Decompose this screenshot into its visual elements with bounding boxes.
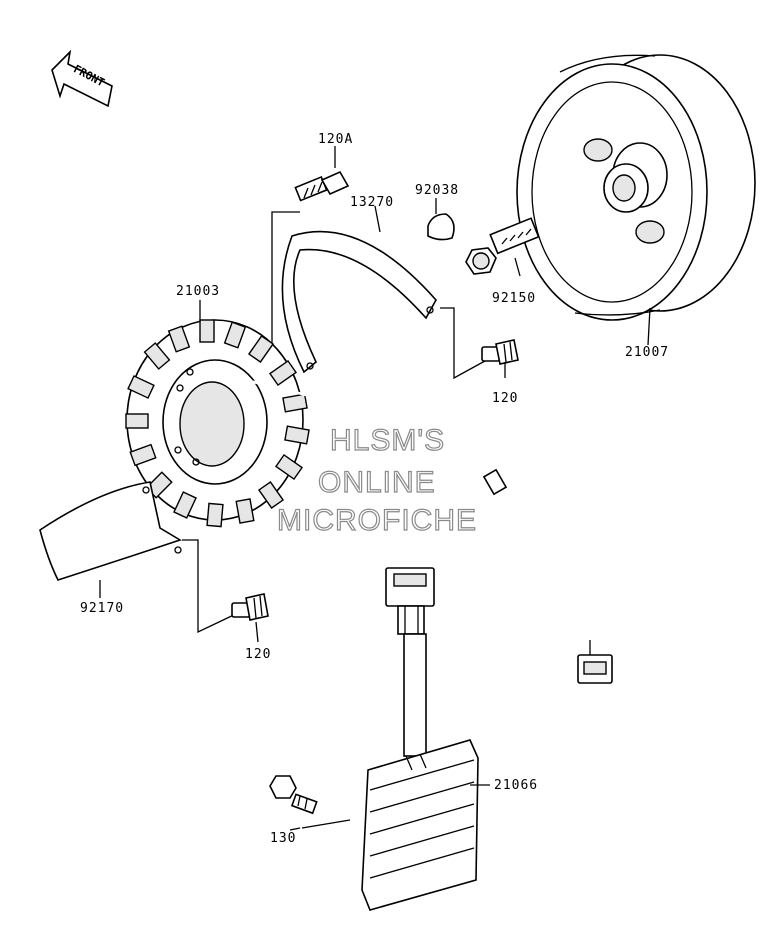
bolt-120a[interactable] <box>294 170 350 202</box>
watermark-line-2: ONLINE <box>318 466 436 499</box>
part-label-120a: 120A <box>318 132 353 147</box>
regulator-wire <box>403 633 427 757</box>
rotor-flywheel[interactable] <box>516 54 756 321</box>
part-label-92150: 92150 <box>492 291 536 306</box>
leader-lines <box>99 146 651 831</box>
watermark-line-3: MICROFICHE <box>277 504 477 537</box>
part-label-13270: 13270 <box>350 195 394 210</box>
watermark: HLSM'S ONLINE MICROFICHE <box>276 423 477 537</box>
part-label-92038: 92038 <box>415 183 459 198</box>
bolt-130[interactable] <box>269 775 318 815</box>
stator-connector[interactable] <box>577 640 613 684</box>
bolt-120-upper[interactable] <box>481 339 519 365</box>
regulator-21066[interactable] <box>361 739 479 911</box>
part-label-92170: 92170 <box>80 601 124 616</box>
part-label-21007: 21007 <box>625 345 669 360</box>
part-label-21066: 21066 <box>494 778 538 793</box>
key-92038[interactable] <box>427 213 455 241</box>
stator-wire-harness <box>199 368 592 641</box>
stator-21003[interactable] <box>125 319 310 528</box>
part-label-120-upper: 120 <box>492 391 518 406</box>
front-arrow-icon: FRONT <box>51 49 113 108</box>
plate-13270[interactable] <box>281 230 437 374</box>
regulator-connector[interactable] <box>385 567 435 635</box>
bolt-92150[interactable] <box>465 217 540 275</box>
cover-92170[interactable] <box>39 481 182 581</box>
watermark-line-1: HLSM'S <box>330 424 445 457</box>
bolt-120-lower[interactable] <box>231 593 269 621</box>
part-label-120-lower: 120 <box>245 647 271 662</box>
part-label-130: 130 <box>270 831 296 846</box>
part-label-21003: 21003 <box>176 284 220 299</box>
